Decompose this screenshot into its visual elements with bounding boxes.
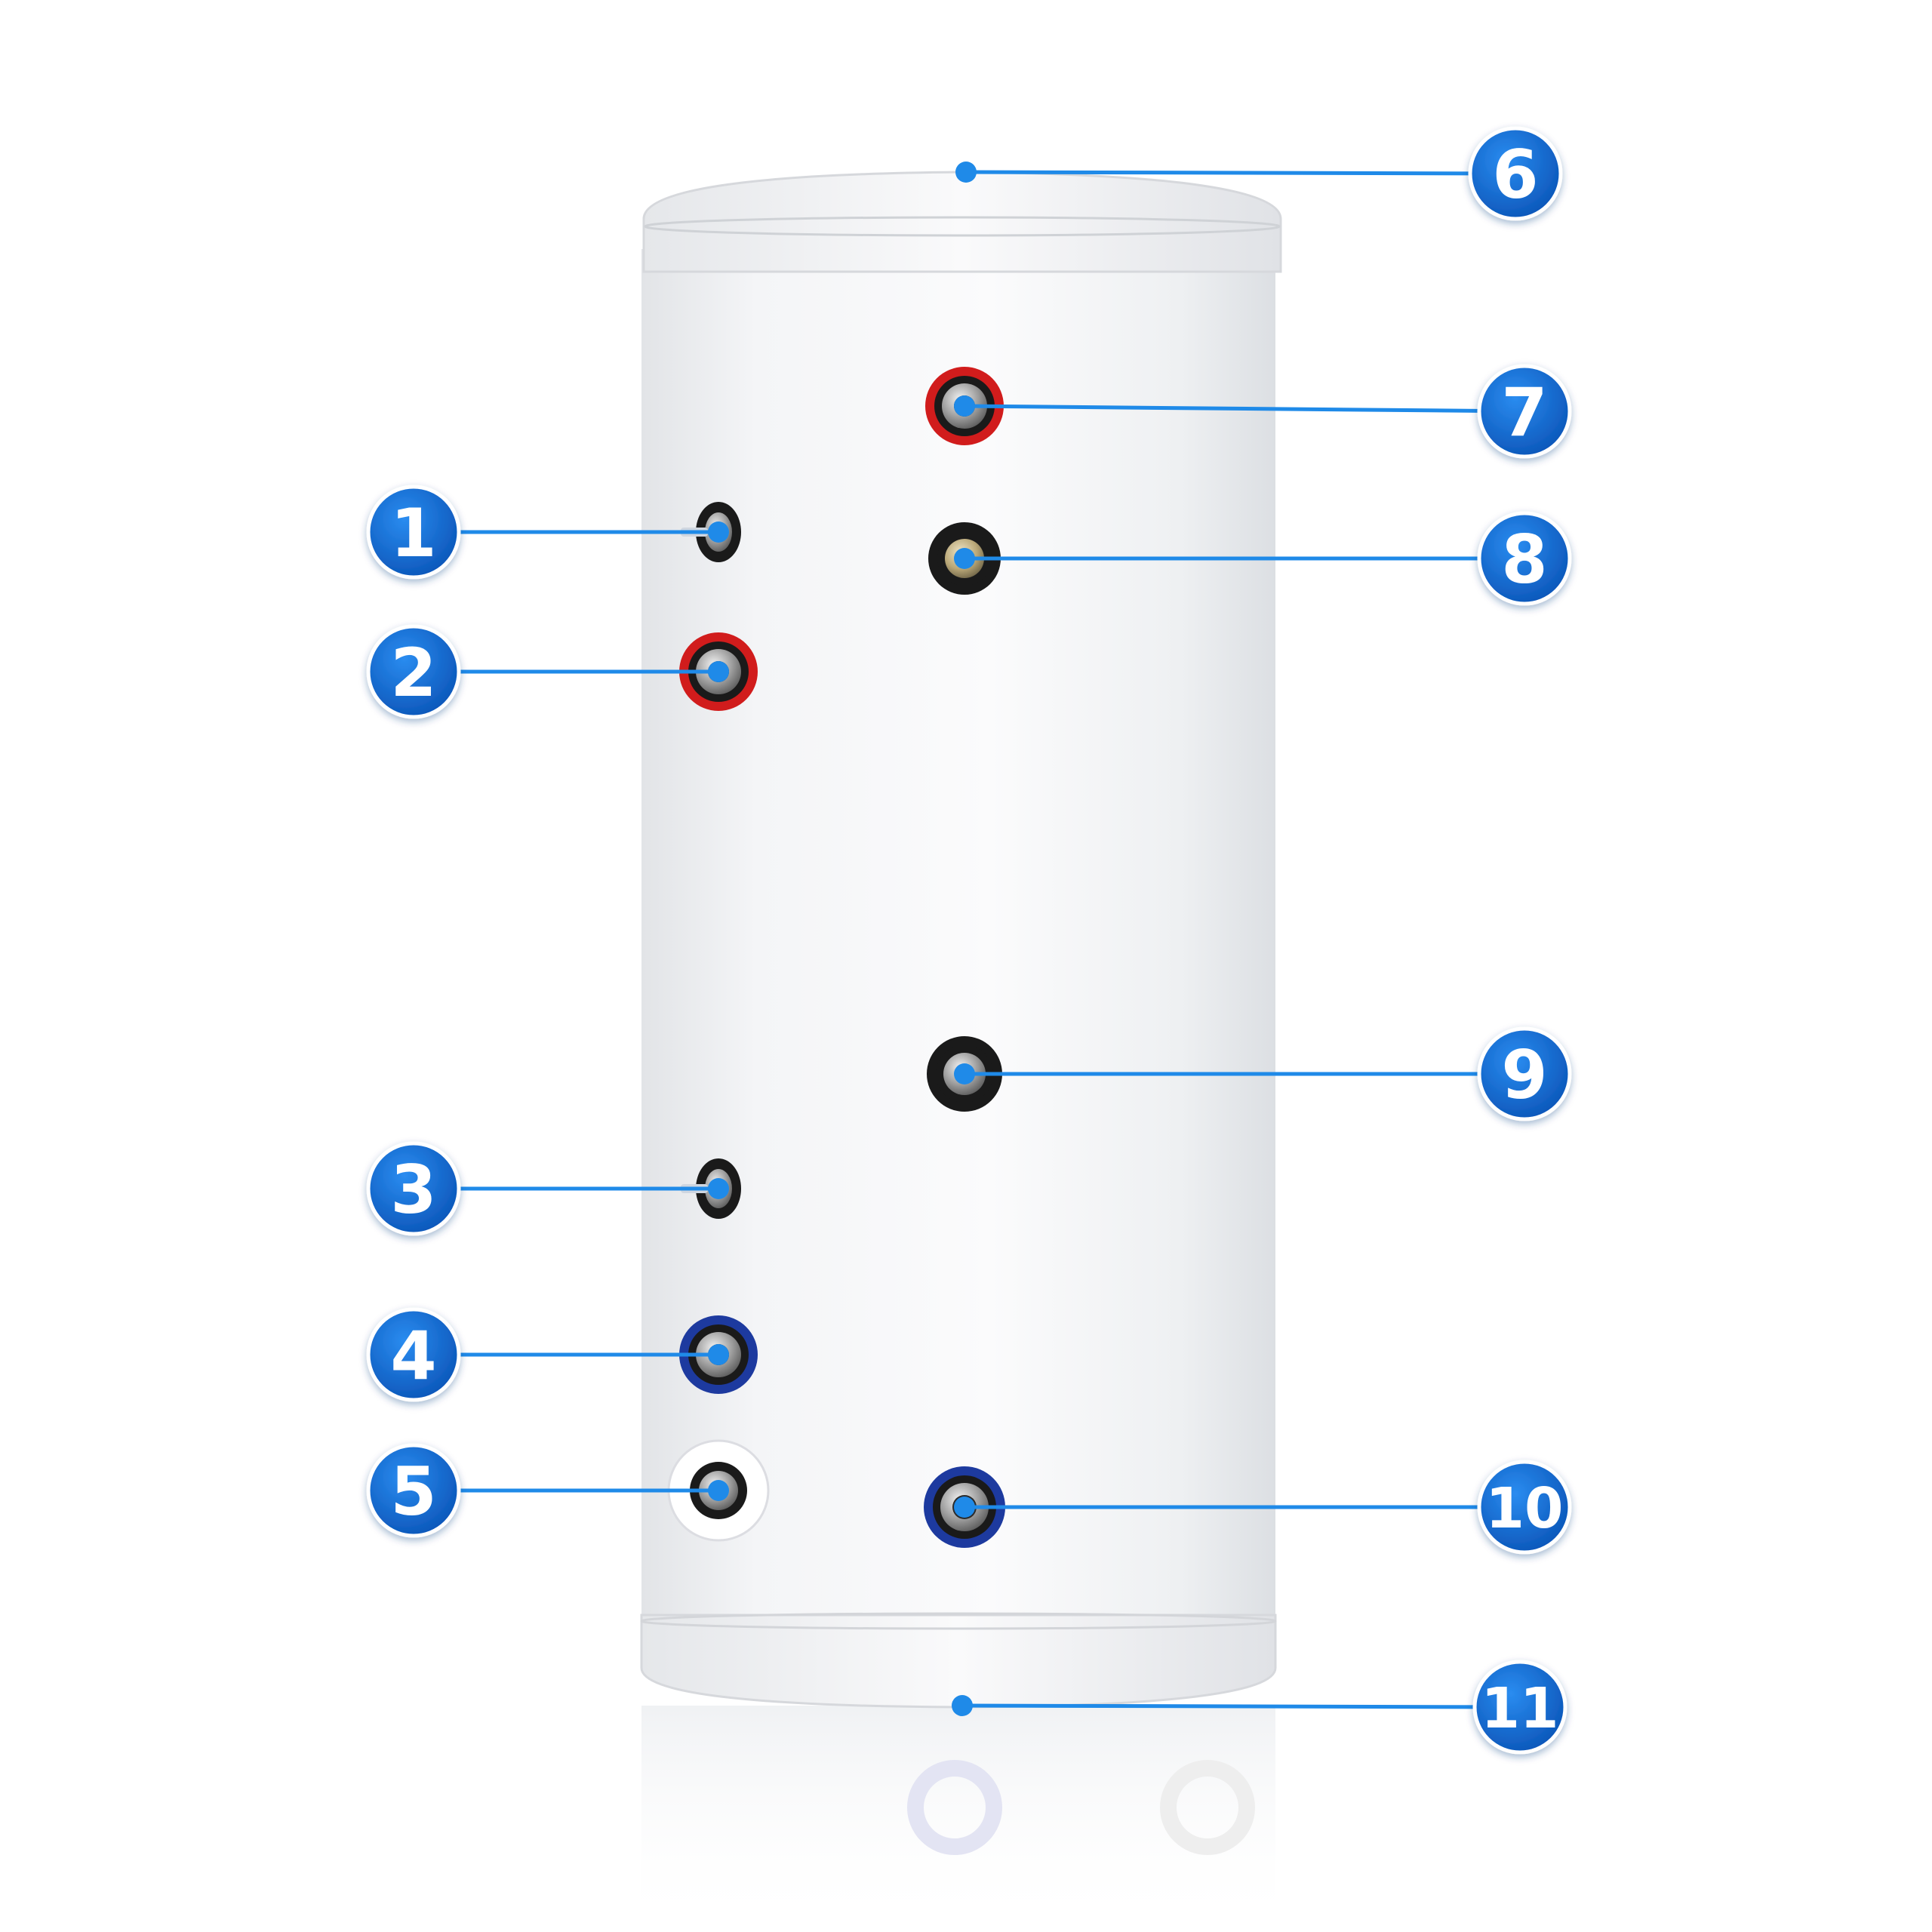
badge-label-6: 6 xyxy=(1492,136,1538,214)
leader-dot-9 xyxy=(954,1063,975,1084)
badge-1: 1 xyxy=(366,485,461,580)
badge-3: 3 xyxy=(366,1141,461,1236)
callout-11: 11 xyxy=(952,1660,1567,1755)
leader-line-6 xyxy=(965,170,1516,176)
badge-circle-5 xyxy=(366,1443,461,1538)
badge-label-4: 4 xyxy=(390,1317,436,1395)
badge-4: 4 xyxy=(366,1307,461,1402)
badge-label-8: 8 xyxy=(1501,521,1547,598)
tank xyxy=(640,171,1282,1932)
badge-circle-10 xyxy=(1477,1460,1572,1555)
leader-dot-1 xyxy=(708,521,729,543)
callout-4: 4 xyxy=(366,1307,729,1402)
badge-circle-2 xyxy=(366,624,461,719)
badge-9: 9 xyxy=(1477,1026,1572,1121)
callout-10: 10 xyxy=(954,1460,1572,1555)
badge-label-3: 3 xyxy=(390,1151,436,1229)
leader-dot-5 xyxy=(708,1480,729,1501)
badge-circle-9 xyxy=(1477,1026,1572,1121)
callout-8: 8 xyxy=(954,511,1572,606)
badge-label-11: 11 xyxy=(1481,1676,1559,1741)
callout-3: 3 xyxy=(366,1141,729,1236)
badge-2: 2 xyxy=(366,624,461,719)
badge-circle-8 xyxy=(1477,511,1572,606)
leader-dot-11 xyxy=(952,1695,973,1716)
leader-dot-8 xyxy=(954,548,975,569)
badge-circle-6 xyxy=(1468,126,1563,221)
callout-6: 6 xyxy=(955,126,1563,221)
badge-label-5: 5 xyxy=(390,1453,436,1531)
badge-8: 8 xyxy=(1477,511,1572,606)
callout-9: 9 xyxy=(954,1026,1572,1121)
badge-label-10: 10 xyxy=(1486,1476,1564,1541)
badge-circle-11 xyxy=(1472,1660,1567,1755)
badge-6: 6 xyxy=(1468,126,1563,221)
badge-circle-1 xyxy=(366,485,461,580)
badge-7: 7 xyxy=(1477,364,1572,459)
leader-dot-4 xyxy=(708,1344,729,1365)
badge-label-7: 7 xyxy=(1501,374,1547,451)
leader-dot-7 xyxy=(954,395,975,417)
callout-2: 2 xyxy=(366,624,729,719)
badge-5: 5 xyxy=(366,1443,461,1538)
reflection-port-right xyxy=(1160,1760,1255,1855)
badge-circle-7 xyxy=(1477,364,1572,459)
badge-label-2: 2 xyxy=(390,634,436,712)
reflection-port-left xyxy=(907,1760,1002,1855)
badge-circle-4 xyxy=(366,1307,461,1402)
badge-circle-3 xyxy=(366,1141,461,1236)
callout-1: 1 xyxy=(366,485,729,580)
leader-dot-2 xyxy=(708,661,729,682)
callout-5: 5 xyxy=(366,1443,729,1538)
callout-7: 7 xyxy=(954,364,1572,459)
leader-dot-3 xyxy=(708,1178,729,1199)
badge-11: 11 xyxy=(1472,1660,1567,1755)
tank-top-rim xyxy=(644,216,1281,237)
leader-dot-6 xyxy=(955,162,977,183)
leader-line-7 xyxy=(964,404,1525,414)
leader-dot-10 xyxy=(954,1497,975,1518)
tank-reflection xyxy=(641,1706,1275,1932)
badge-label-9: 9 xyxy=(1501,1036,1547,1114)
tank-bottom-rim xyxy=(640,1612,1277,1630)
badge-10: 10 xyxy=(1477,1460,1572,1555)
badge-label-1: 1 xyxy=(390,494,436,572)
tank-top-cap xyxy=(642,171,1282,273)
tank-body xyxy=(641,249,1275,1630)
callouts: 1 2 3 4 5 6 7 8 9 10 11 xyxy=(366,126,1572,1755)
leader-line-11 xyxy=(961,1703,1521,1709)
